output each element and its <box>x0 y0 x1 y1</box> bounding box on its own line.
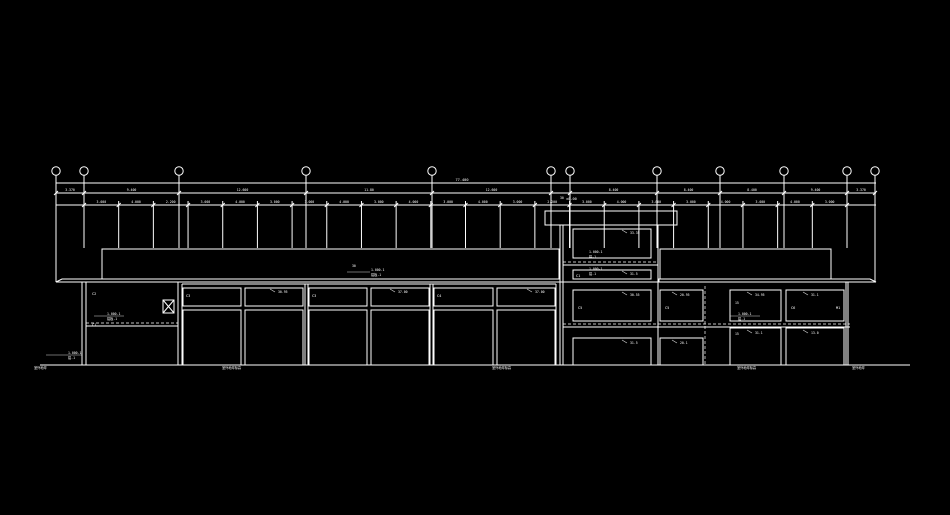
bay-dimension-text: 8.400 <box>684 188 694 192</box>
tower-note-b2: 铝-1 <box>589 271 596 276</box>
sub-dimension-text: 3.000 <box>305 200 315 204</box>
window-tag: C6 <box>791 306 795 310</box>
sub-dimension-text: 3.000 <box>825 200 835 204</box>
level-label: ±0.00 <box>566 197 577 201</box>
bay-dimension-labels: 3.370 9.400 12.600 11.80 12.600 8.400 8.400 8.4… <box>65 188 866 192</box>
area-tag: 30.55 <box>630 293 640 297</box>
bay-dimension-text: 3.370 <box>856 188 866 192</box>
bay-dimension-text: 8.400 <box>747 188 757 192</box>
window-tag: M1 <box>836 306 840 310</box>
vent-box <box>162 299 175 314</box>
stair-tower <box>544 210 850 366</box>
ground-note-1: 1.000-1 <box>68 351 82 355</box>
number-tag: 15 <box>735 332 739 336</box>
sub-dimension-text: 3.000 <box>201 200 211 204</box>
right-wall-note-2: 铝-1 <box>738 316 745 321</box>
sub-dimension-text: 4.000 <box>339 200 349 204</box>
sub-dimension-text: 3.000 <box>270 200 280 204</box>
window-tag: C1 <box>92 323 96 327</box>
ground-line-label-5: 室外地坪 <box>852 365 866 370</box>
sub-dimension-text: 2.200 <box>166 200 176 204</box>
sub-dimension-text: 3.000 <box>755 200 765 204</box>
sub-dimension-text: 4.000 <box>131 200 141 204</box>
left-wall-note-2: 铝板-1 <box>107 316 117 321</box>
annotations: 1.000-1 铝板-1 1.000-1 铝板-1 1.000-1 铝-1 1.… <box>34 250 866 370</box>
sub-dimension-labels: 3.000 4.000 2.200 3.000 4.000 3.000 3.000 4.000… <box>81 200 850 248</box>
area-tag: 30.95 <box>278 290 288 294</box>
window-tag: C4 <box>437 294 441 298</box>
area-tag: 31.1 <box>811 293 819 297</box>
area-tag: 33.35 <box>630 231 640 235</box>
sub-dimension-text: 3.000 <box>374 200 384 204</box>
area-tag: 31.1 <box>755 331 763 335</box>
bay-dimension-text: 12.600 <box>237 188 249 192</box>
number-tag: 30 <box>352 264 356 268</box>
number-tag: 15 <box>735 301 739 305</box>
sub-dimension-text: 3.000 <box>582 200 592 204</box>
right-wall-note-1: 1.000-1 <box>738 312 752 316</box>
sub-dimension-text: 3.000 <box>651 200 661 204</box>
sub-dimension-text: 3.000 <box>513 200 523 204</box>
roof-note-2: 铝板-1 <box>371 272 381 277</box>
sub-dimension-text: 3.000 <box>97 200 107 204</box>
area-tag: 20.1 <box>680 341 688 345</box>
area-tag: 31.5 <box>630 341 638 345</box>
tower-note-a2: 铝-1 <box>589 254 596 259</box>
ground-line-label-4: 室外地坪标高 <box>737 365 756 370</box>
window-tag: C5 <box>665 306 669 310</box>
bay-dimension-text: 8.400 <box>609 188 619 192</box>
sub-dimension-text: 4.000 <box>235 200 245 204</box>
tower-note-a1: 1.000-1 <box>589 250 603 254</box>
bay-dimension-text: 9.400 <box>811 188 821 192</box>
sub-dimension-text: 4.000 <box>790 200 800 204</box>
area-tag: 37.00 <box>535 290 545 294</box>
sub-dimension-text: 3.000 <box>443 200 453 204</box>
sub-dimension-text: 4.000 <box>478 200 488 204</box>
number-tag: 30 <box>560 196 564 200</box>
window-tag: C2 <box>92 292 96 296</box>
ground-line-label-3: 室外地坪标高 <box>492 365 511 370</box>
left-wall-note-1: 1.000-1 <box>107 312 121 316</box>
sub-dimension-text: 2.200 <box>547 200 557 204</box>
window-tag: C5 <box>578 306 582 310</box>
tower-note-b1: 1.000-1 <box>589 267 603 271</box>
window-tag: C3 <box>312 294 316 298</box>
bay-dimension-text: 9.400 <box>127 188 137 192</box>
area-tag: 31.5 <box>630 272 638 276</box>
right-block <box>659 282 847 366</box>
area-tag: 13.0 <box>811 331 819 335</box>
sub-dimension-text: 4.000 <box>721 200 731 204</box>
bay-dimension-text: 11.80 <box>364 188 374 192</box>
window-tag: C3 <box>186 294 190 298</box>
roof-note-1: 1.000-1 <box>371 268 385 272</box>
dimension-chains: 77.400 3.370 9.400 12.600 11.80 12.600 8.400 8… <box>56 178 876 248</box>
storefront-bays <box>181 283 557 366</box>
bay-dimension-text: 3.370 <box>65 188 75 192</box>
ground-line-label-1: 室外地坪 <box>34 365 48 370</box>
ground-note-2: 铝-1 <box>68 355 75 360</box>
window-tag: C1 <box>576 274 580 278</box>
vent-cross-b <box>162 299 175 314</box>
sub-dimension-text: 3.000 <box>686 200 696 204</box>
sub-dimension-text: 4.000 <box>617 200 627 204</box>
area-tag: 34.95 <box>755 293 765 297</box>
area-tag: 37.00 <box>398 290 408 294</box>
bay-dimension-text: 12.600 <box>486 188 498 192</box>
sub-dimension-text: 4.000 <box>409 200 419 204</box>
area-tag: 20.95 <box>680 293 690 297</box>
tower-cap <box>544 210 678 226</box>
total-dimension-text: 77.400 <box>456 178 469 182</box>
ground-line-label-2: 室外地坪标高 <box>222 365 241 370</box>
